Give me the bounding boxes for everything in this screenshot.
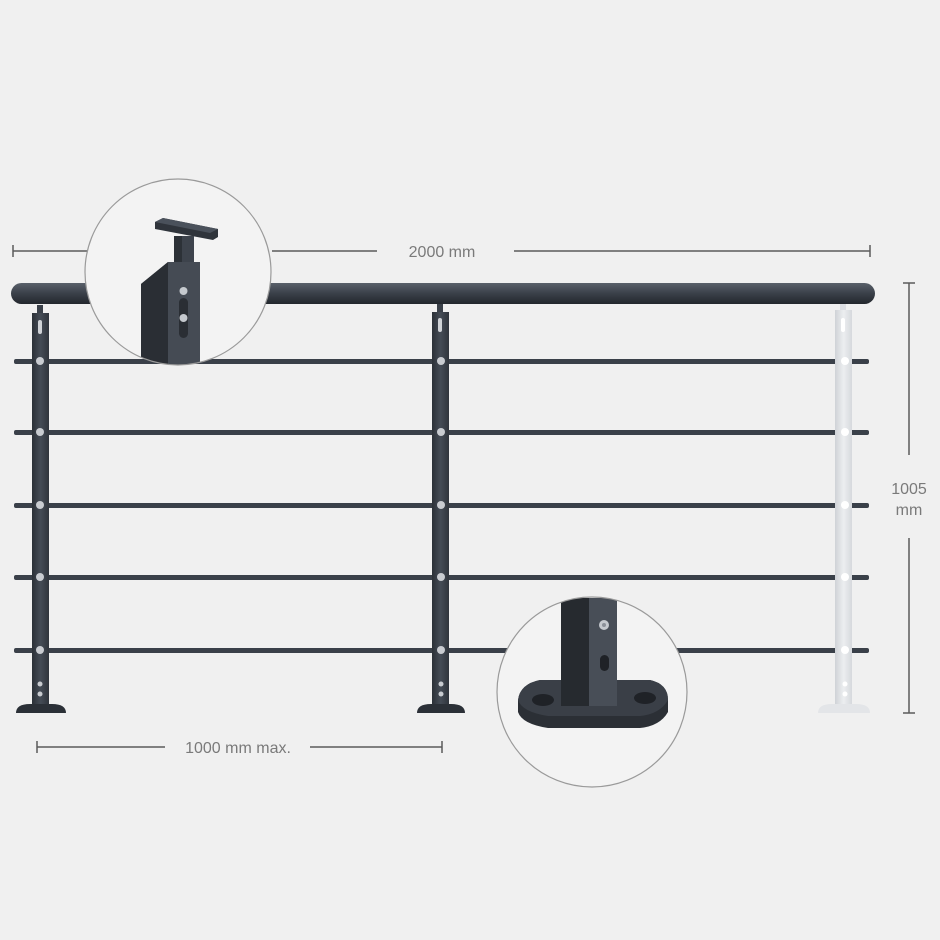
spacing-dimension-label: 1000 mm max. (185, 740, 291, 757)
height-dimension-value: 1005 (891, 481, 927, 498)
middle-post (417, 302, 465, 713)
width-dimension-label: 2000 mm (409, 244, 476, 261)
left-post (16, 305, 66, 713)
spacing-dimension: 1000 mm max. (36, 740, 443, 757)
height-dimension-unit: mm (896, 502, 923, 519)
bottom-detail-ring (496, 596, 688, 788)
top-detail-ring (84, 178, 272, 366)
right-post (818, 302, 870, 713)
handrail-bracket-detail (84, 178, 272, 366)
base-plate-detail (496, 596, 688, 788)
width-dimension: 2000 mm (12, 244, 871, 261)
height-dimension: 1005 mm (891, 282, 927, 714)
